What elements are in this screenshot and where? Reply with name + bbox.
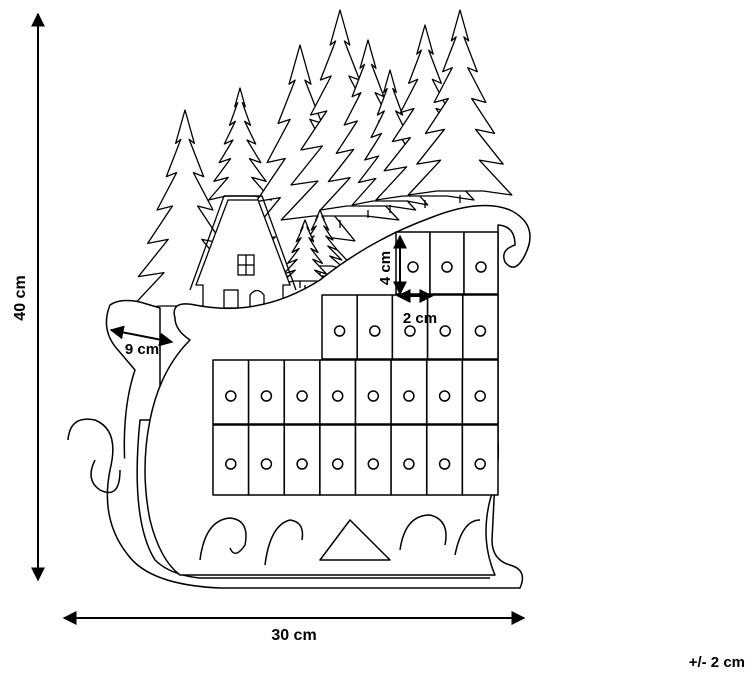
drawer-knob — [296, 458, 308, 470]
drawer-knob — [475, 261, 487, 273]
drawer-knob — [331, 458, 344, 470]
drawer-knob — [438, 458, 451, 470]
drawer-knob — [225, 390, 237, 402]
drawer-knob — [369, 325, 381, 337]
drawer-knob — [441, 261, 453, 273]
drawer-knob — [260, 390, 273, 402]
drawer-knob — [296, 390, 308, 402]
door-height-label: 4 cm — [377, 251, 394, 285]
drawer-knob — [438, 390, 451, 402]
drawer-knob — [439, 325, 451, 337]
advent-drawer — [462, 294, 499, 360]
height-label: 40 cm — [12, 275, 29, 320]
advent-drawer — [212, 424, 250, 496]
drawer-knob — [474, 325, 487, 337]
drawer-knob — [367, 458, 380, 470]
width-label: 30 cm — [271, 627, 316, 644]
drawer-knob — [333, 325, 346, 337]
pine-tree — [407, 9, 513, 196]
pine-tree — [278, 219, 332, 286]
pine-tree — [207, 87, 273, 201]
depth-label: 9 cm — [125, 341, 159, 358]
drawer-knob — [260, 458, 273, 470]
tolerance-note: +/- 2 cm — [688, 654, 745, 671]
advent-drawer-grid — [212, 231, 499, 496]
drawer-knob — [331, 390, 344, 402]
advent-drawer — [461, 424, 499, 496]
drawer-knob — [474, 390, 486, 402]
drawer-knob — [403, 458, 415, 470]
drawer-knob — [367, 390, 380, 402]
drawer-knob — [474, 458, 486, 470]
drawer-knob — [403, 390, 415, 402]
drawer-knob — [225, 458, 237, 470]
drawer-knob — [407, 261, 419, 273]
drawer-knob — [404, 325, 416, 337]
sleigh-body — [67, 204, 531, 589]
dimension-lines — [31, 12, 526, 625]
forest-trees — [128, 9, 513, 318]
house-illustration — [189, 195, 297, 311]
door-width-label: 2 cm — [403, 310, 437, 327]
